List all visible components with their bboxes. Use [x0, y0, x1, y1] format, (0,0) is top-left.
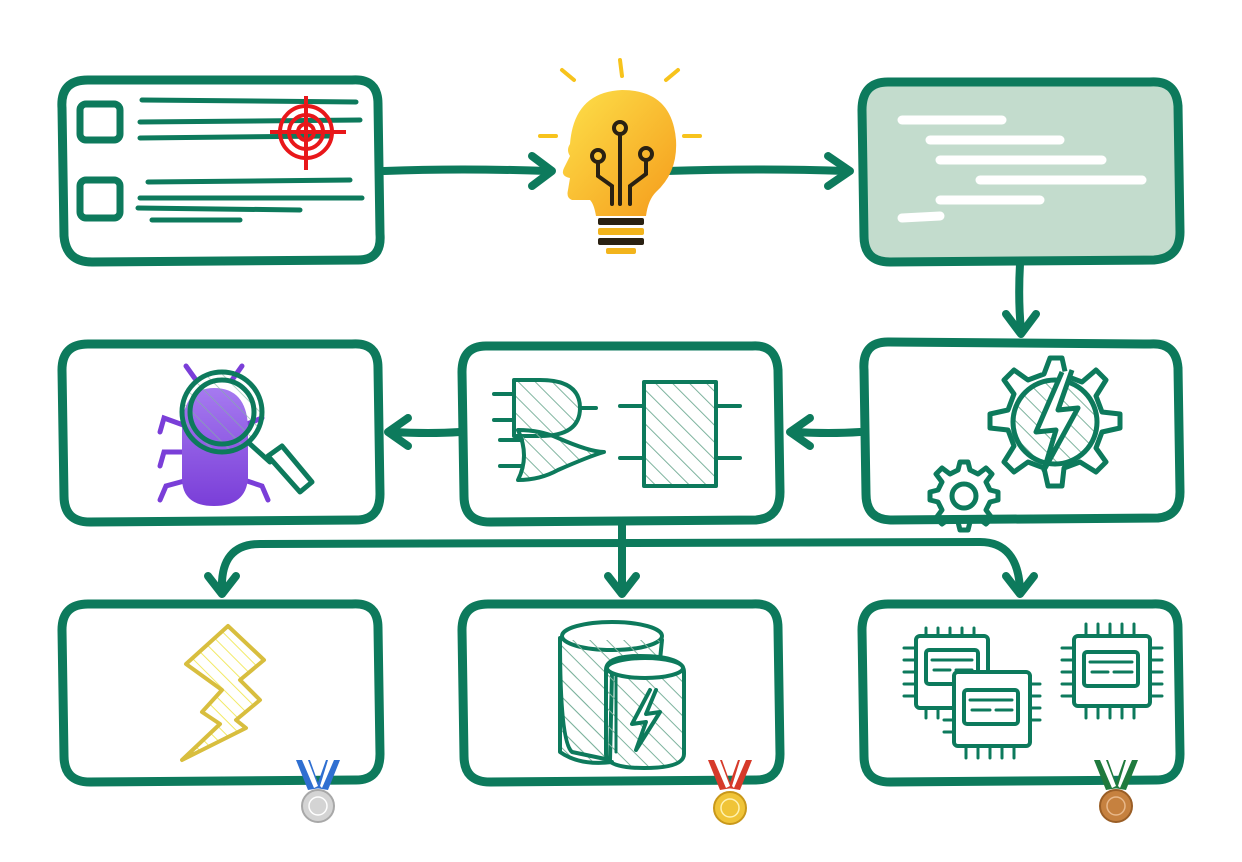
text-lines-panel — [897, 115, 1147, 223]
gold-medal-icon — [708, 760, 752, 825]
checklist-target-icon — [76, 97, 365, 223]
arrowhead-debug — [384, 414, 412, 450]
node-chips — [857, 599, 1185, 787]
node-battery — [457, 599, 785, 787]
node-task-list — [57, 75, 385, 267]
bug-magnifier-icon — [157, 363, 315, 506]
battery-cells-icon — [558, 620, 686, 770]
silver-medal-icon — [296, 760, 340, 823]
arrow-logic-to-debug — [388, 428, 464, 437]
logic-gates-icon — [492, 378, 742, 488]
target-icon — [270, 96, 346, 170]
arrowhead-spec — [824, 152, 854, 190]
arrowhead-generate — [1002, 310, 1040, 338]
node-power — [57, 599, 385, 787]
arrowhead-logic — [786, 414, 814, 450]
arrow-generate-to-logic — [790, 428, 864, 437]
node-debug — [57, 339, 385, 527]
arrow-task-to-idea — [380, 165, 552, 175]
arrow-spec-to-generate — [1015, 260, 1025, 334]
arrowhead-battery — [604, 572, 640, 598]
lightbulb-head-icon — [538, 58, 702, 254]
gears-lightning-icon — [927, 355, 1123, 533]
node-generate — [859, 337, 1185, 525]
processor-chips-icon — [902, 622, 1164, 760]
arrowhead-power — [204, 572, 240, 598]
lightning-bolt-icon — [180, 624, 266, 762]
arrowhead-idea — [528, 152, 556, 190]
arrow-idea-to-spec — [662, 165, 850, 175]
bronze-medal-icon — [1094, 760, 1138, 823]
node-logic-circuit — [457, 341, 785, 527]
arrowhead-chips — [1002, 572, 1038, 598]
node-code-spec — [857, 77, 1185, 267]
arrow-split-bar — [217, 538, 1024, 594]
